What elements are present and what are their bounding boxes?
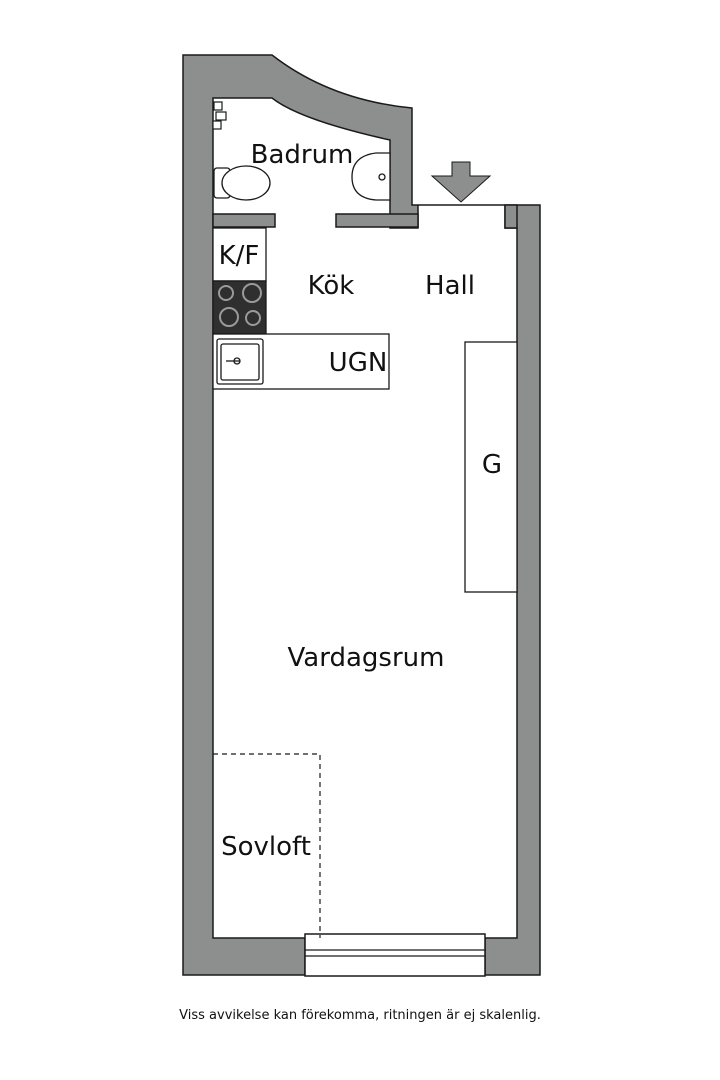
window: [304, 933, 486, 977]
bath-wall-left: [212, 213, 276, 228]
wall-pillar: [504, 204, 518, 229]
shower-mixer-icon: [212, 101, 227, 130]
toilet-icon: [213, 165, 271, 201]
bath-wall-right: [335, 213, 419, 228]
wardrobe: [464, 341, 518, 593]
kitchen-sink-icon: [216, 338, 264, 385]
sleeping-loft-outline: [213, 753, 321, 938]
room-label-sovloft: Sovloft: [221, 832, 311, 862]
room-label-vardagsrum: Vardagsrum: [288, 643, 445, 673]
room-label-kok: Kök: [308, 271, 355, 301]
fixture-label-kf: K/F: [219, 241, 260, 271]
bathroom-sink-icon: [351, 152, 391, 201]
entrance-arrow-icon: [430, 161, 492, 203]
disclaimer-text: Viss avvikelse kan förekomma, ritningen …: [179, 1008, 541, 1023]
room-label-badrum: Badrum: [251, 140, 354, 170]
room-label-hall: Hall: [425, 271, 475, 301]
fixture-label-ugn: UGN: [329, 348, 388, 378]
fixture-label-g: G: [482, 450, 502, 480]
stove-icon: [212, 280, 267, 335]
